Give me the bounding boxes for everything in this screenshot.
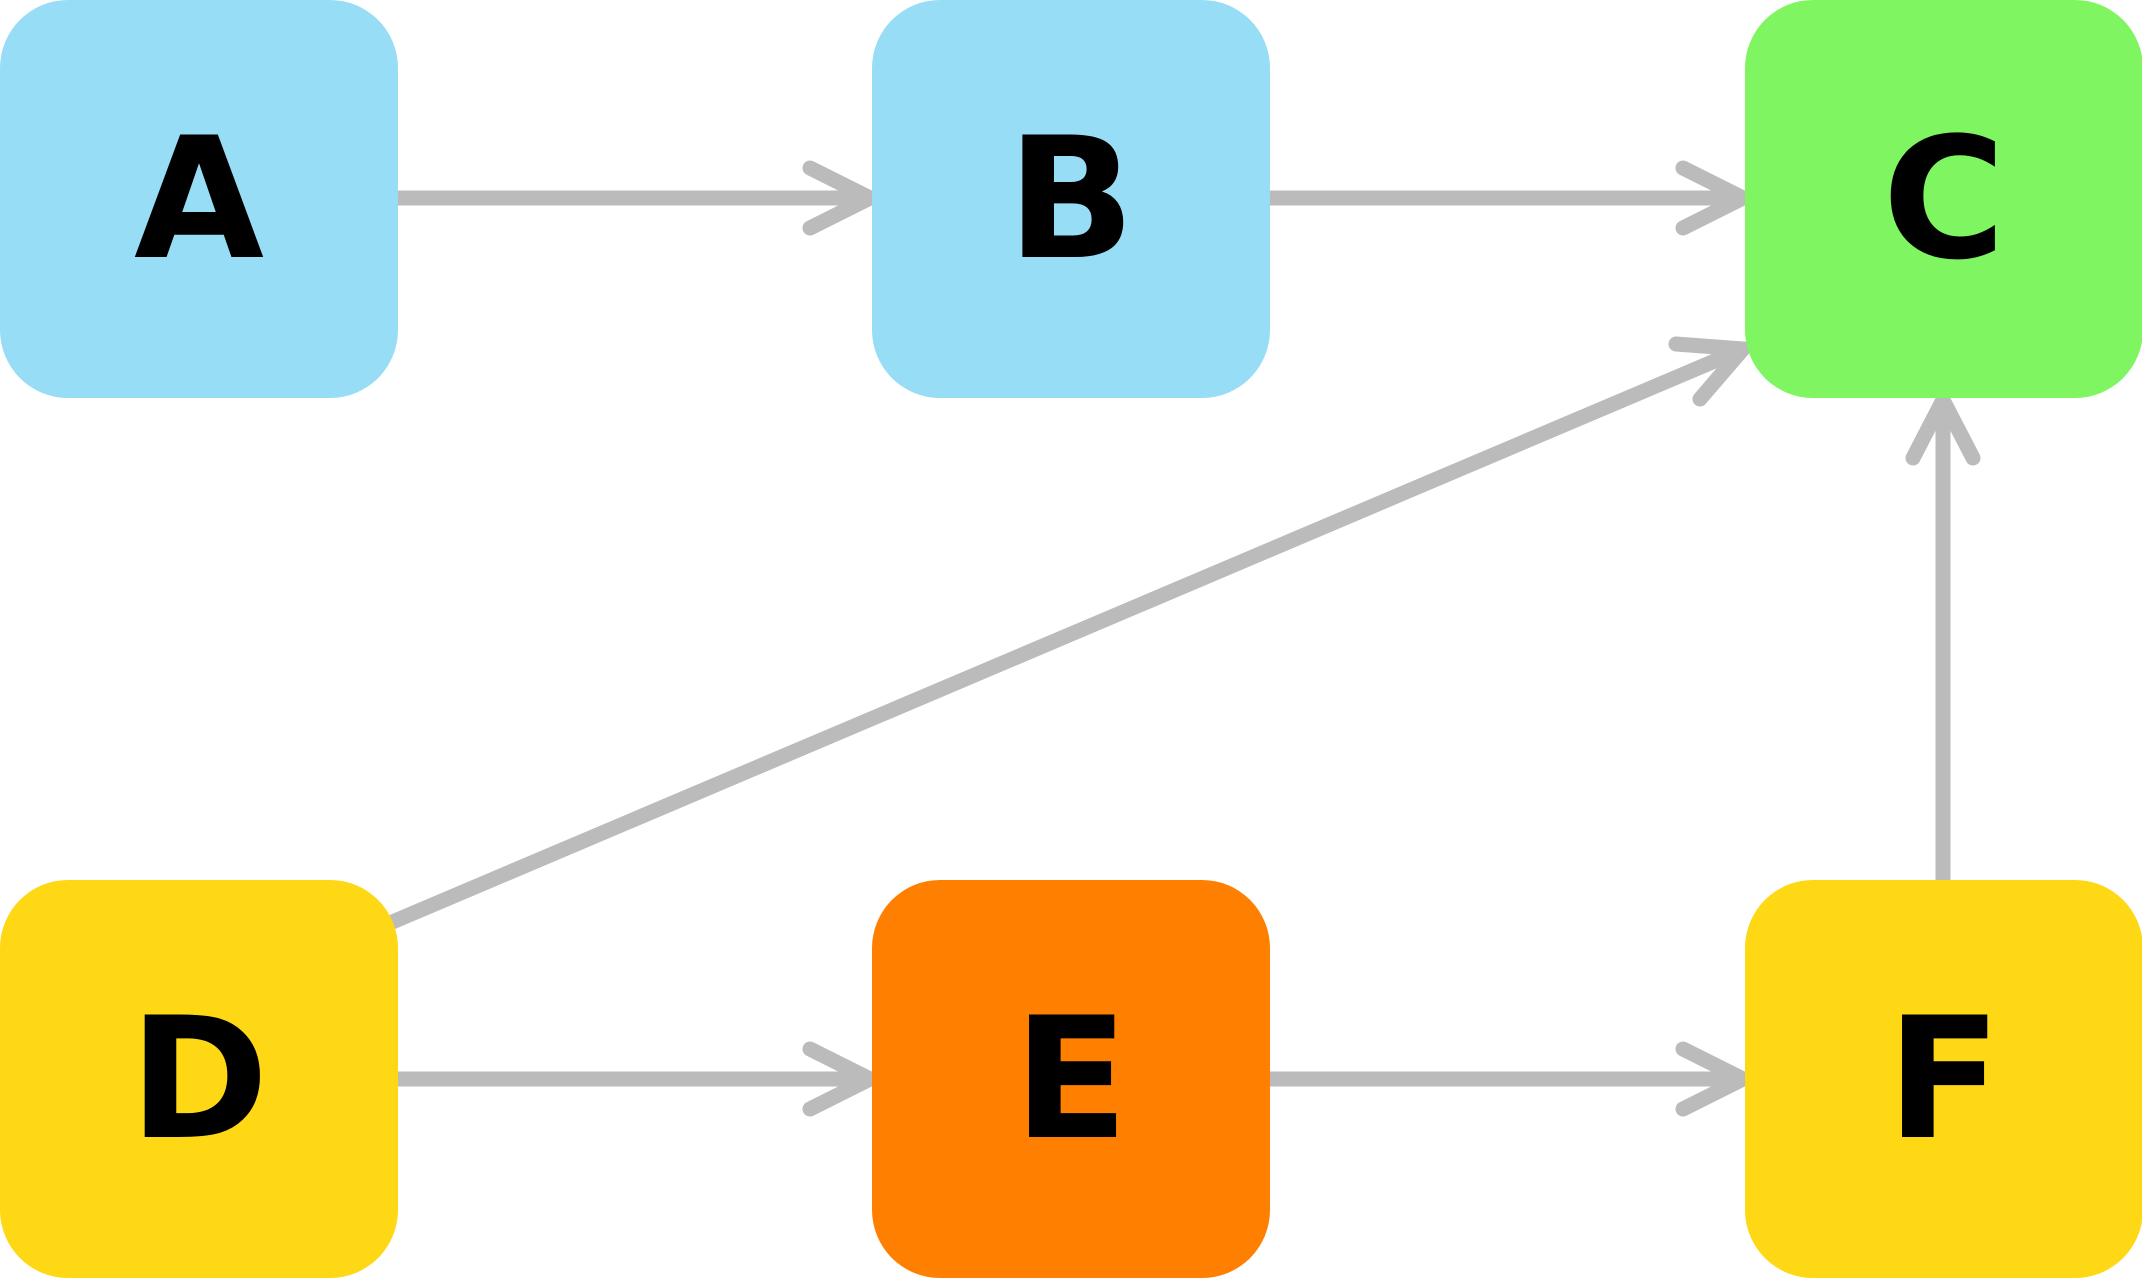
node-b: B (872, 0, 1270, 398)
node-d-label: D (129, 981, 269, 1177)
node-a: A (0, 0, 398, 398)
edge-d-to-c-line (382, 341, 1751, 931)
node-e: E (872, 880, 1270, 1278)
edge-e-to-f-arrowhead (1675, 1041, 1760, 1117)
node-a-label: A (133, 101, 265, 297)
edge-d-to-e-arrowhead (802, 1041, 887, 1117)
edge-b-to-c-arrowhead (1675, 160, 1760, 236)
node-c: C (1745, 0, 2142, 398)
edge-d-to-c-arrowhead (1668, 336, 1759, 407)
edge-f-to-c-arrowhead (1905, 383, 1981, 466)
edge-a-to-b-arrowhead (802, 160, 887, 236)
node-f: F (1745, 880, 2142, 1278)
node-f-label: F (1886, 981, 2002, 1177)
node-c-label: C (1882, 101, 2006, 297)
node-d: D (0, 880, 398, 1278)
node-e-label: E (1013, 981, 1129, 1177)
node-b-label: B (1006, 101, 1136, 297)
